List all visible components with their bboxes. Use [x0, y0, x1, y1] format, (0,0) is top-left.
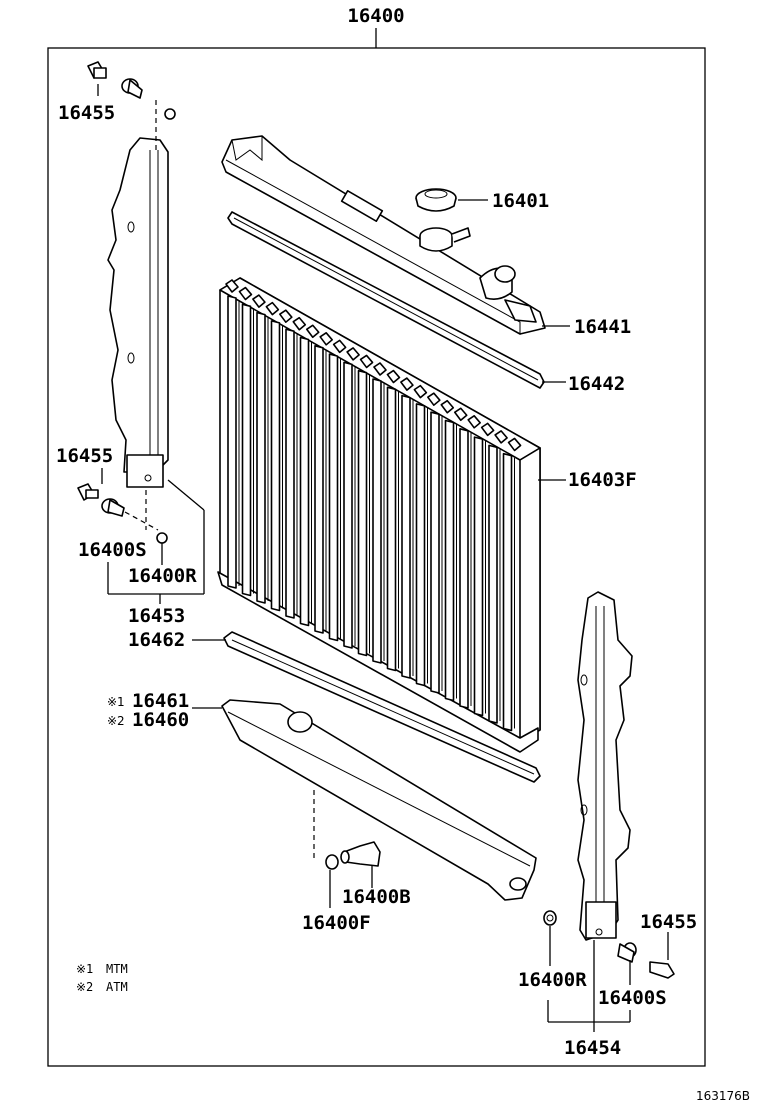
core-tube: [444, 419, 455, 702]
label-lower-tank-1: 16461: [132, 690, 189, 712]
label-drain-cock: 16400B: [342, 886, 411, 908]
label-spacer-right: 16400S: [598, 987, 667, 1009]
core-header-tooth: [413, 384, 428, 399]
core-header-tooth: [238, 286, 253, 301]
label-bolt-left: 16455: [56, 445, 113, 467]
left-top-hardware: [87, 61, 176, 152]
core-tube: [386, 386, 397, 672]
label-support-right: 16454: [564, 1037, 621, 1059]
leader-lines: [97, 84, 570, 709]
core-header-tooth: [279, 309, 293, 323]
mark-1: ※1: [107, 695, 125, 709]
core-header-tooth: [480, 422, 495, 437]
label-lower-gasket: 16462: [128, 629, 185, 651]
label-upper-tank: 16441: [574, 316, 631, 338]
core-tube: [256, 311, 266, 604]
core-header-tooth: [453, 407, 468, 422]
label-cushion-right: 16400R: [518, 969, 587, 991]
radiator-core: [217, 277, 541, 753]
core-header-tooth: [494, 430, 508, 444]
core-header-tooth: [225, 279, 239, 293]
upper-tank: [221, 135, 546, 335]
left-support: [107, 137, 169, 488]
core-header-tooth: [373, 362, 387, 376]
legend-text-1: MTM: [106, 962, 128, 976]
core-tube: [314, 344, 324, 634]
core-header-tooth: [440, 399, 455, 414]
core-header-tooth: [305, 324, 320, 339]
diagram-id: 163176B: [696, 1089, 750, 1103]
core-tube: [343, 361, 353, 649]
core-tube: [227, 295, 237, 589]
legend: ※1 MTM ※2 ATM: [76, 962, 128, 994]
core-tube: [328, 353, 339, 642]
lower-gasket: [223, 631, 541, 783]
legend-text-2: ATM: [106, 980, 128, 994]
label-bolt-top: 16455: [58, 102, 115, 124]
core-header-tooth: [252, 294, 266, 308]
core-header-tooth: [507, 437, 522, 452]
right-support: [577, 591, 633, 941]
core-tube: [372, 378, 382, 664]
core-header-tooth: [292, 316, 307, 331]
label-assembly: 16400: [347, 5, 404, 27]
label-drain-gasket: 16400F: [302, 912, 371, 934]
core-tube: [357, 369, 368, 657]
core-tube: [401, 394, 411, 679]
label-spacer-left: 16400S: [78, 539, 147, 561]
right-hardware: [543, 910, 675, 1032]
label-upper-gasket: 16442: [568, 373, 625, 395]
core-tube: [285, 328, 295, 619]
left-bottom-hardware: [77, 479, 205, 604]
core-header-tooth: [265, 301, 280, 316]
lower-tank: [221, 699, 537, 901]
core-header-tooth: [400, 377, 414, 391]
label-support-left: 16453: [128, 605, 185, 627]
label-lower-tank-2: 16460: [132, 709, 189, 731]
core-header-tooth: [319, 332, 333, 346]
legend-mark-1: ※1: [76, 962, 93, 976]
core-header-tooth: [332, 339, 347, 354]
core-header-tooth: [359, 354, 374, 369]
mark-2: ※2: [107, 714, 125, 728]
label-cushion-left: 16400R: [128, 565, 197, 587]
core-tube: [299, 336, 310, 627]
core-tube: [488, 444, 498, 724]
core-tube: [270, 320, 281, 612]
core-header-tooth: [427, 392, 441, 406]
label-bolt-right: 16455: [640, 911, 697, 933]
label-core: 16403F: [568, 469, 637, 491]
labels: 16400 16455 16401 16441 16442 16403F 164…: [56, 5, 697, 1059]
radiator-cap: [415, 188, 457, 212]
core-header-tooth: [386, 369, 401, 384]
core-tube: [241, 303, 252, 597]
core-tube: [430, 411, 440, 694]
core-tube: [415, 403, 426, 687]
core-tube: [502, 452, 513, 732]
core-tube: [473, 436, 484, 717]
core-header-tooth: [346, 347, 360, 361]
label-cap: 16401: [492, 190, 549, 212]
core-header-tooth: [467, 415, 481, 429]
core-tube: [459, 427, 469, 709]
legend-mark-2: ※2: [76, 980, 93, 994]
drain-cock: [313, 790, 381, 908]
